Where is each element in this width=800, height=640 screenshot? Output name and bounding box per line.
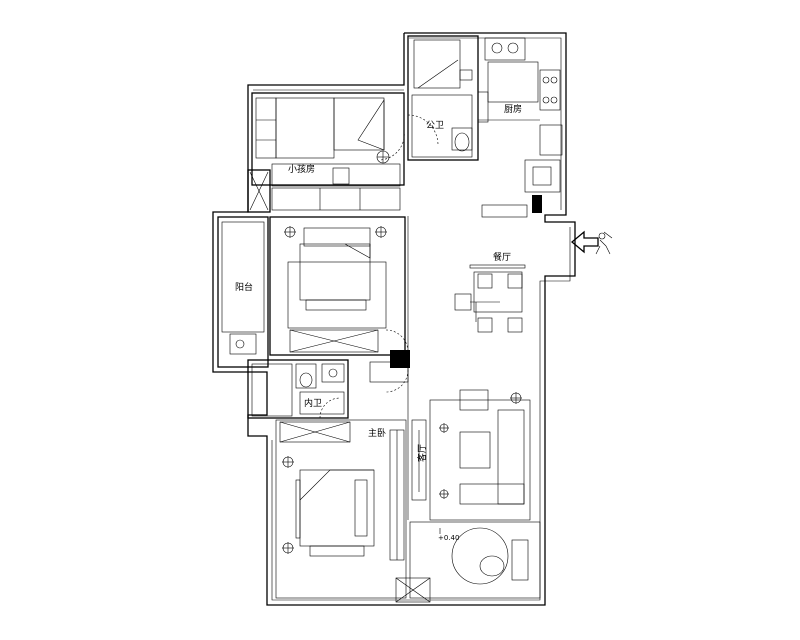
living-room: 客厅	[411, 389, 531, 521]
balcony: 阳台	[217, 216, 269, 368]
room-label-kitchen: 厨房	[504, 103, 522, 115]
kitchen: 厨房	[477, 37, 563, 213]
room-label-en-suite-bath: 内卫	[304, 397, 322, 409]
bed-kid	[275, 97, 335, 159]
room-label-balcony: 阳台	[235, 281, 253, 293]
outer-walls	[212, 32, 576, 606]
level-mark: +0.40	[438, 534, 459, 542]
room-label-kid: 小孩房	[288, 163, 315, 175]
en-suite-bath: 内卫	[247, 359, 349, 419]
room-label-dining: 餐厅	[493, 251, 511, 263]
partition	[477, 91, 489, 123]
corridor	[369, 216, 410, 520]
living-balcony: +0.40	[409, 521, 541, 599]
room-label-master-bedroom: 主卧	[368, 427, 386, 439]
counter-entry	[481, 204, 528, 218]
storage-strip	[247, 169, 401, 213]
master-bedroom: 主卧	[275, 419, 431, 603]
entrance-arrow-icon	[570, 230, 613, 255]
room-label-public-bath: 公卫	[426, 120, 444, 131]
kid-room: 小孩房	[251, 92, 405, 187]
room-label-living-room: 客厅	[416, 444, 428, 462]
public-bath: 公卫	[407, 35, 479, 161]
dining: 餐厅	[454, 251, 526, 333]
second-bedroom	[269, 216, 409, 356]
